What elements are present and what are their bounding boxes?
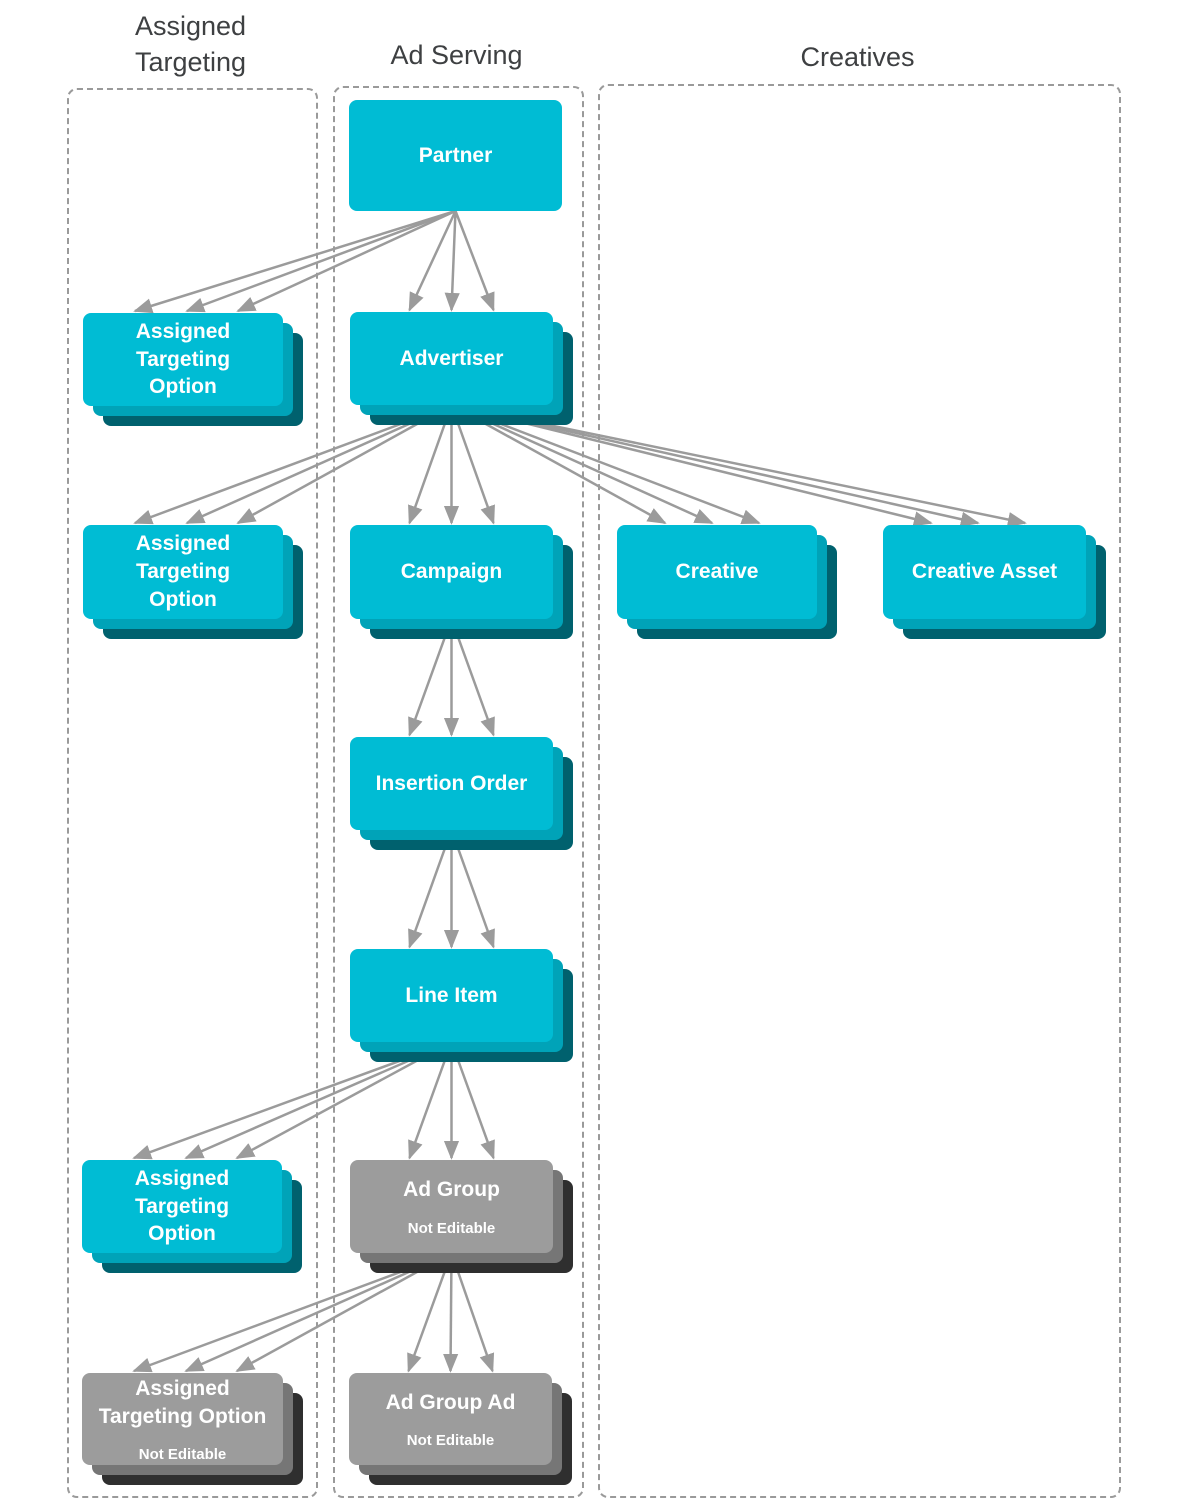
node-line-item: Line Item xyxy=(350,949,573,1062)
node-face: Creative xyxy=(617,525,817,619)
node-assigned-targeting-option-ad-group: Assigned Targeting Option Not Editable xyxy=(82,1373,303,1485)
node-face: Insertion Order xyxy=(350,737,553,830)
node-face: Assigned Targeting Option xyxy=(83,313,283,406)
node-face: Ad Group Ad Not Editable xyxy=(349,1373,552,1465)
node-creative: Creative xyxy=(617,525,837,639)
node-label: Creative Asset xyxy=(911,560,1058,584)
node-label: Assigned Targeting Option xyxy=(134,1166,230,1246)
node-face: Assigned Targeting Option Not Editable xyxy=(82,1373,283,1465)
node-campaign: Campaign xyxy=(350,525,573,639)
node-face: Creative Asset xyxy=(883,525,1086,619)
panel-ad-serving xyxy=(333,86,584,1498)
node-face: Line Item xyxy=(350,949,553,1042)
node-ad-group-ad: Ad Group Ad Not Editable xyxy=(349,1373,572,1485)
node-insertion-order: Insertion Order xyxy=(350,737,573,850)
node-assigned-targeting-option-line-item: Assigned Targeting Option xyxy=(82,1160,302,1273)
node-label: Ad Group Ad xyxy=(385,1390,516,1414)
node-face: Campaign xyxy=(350,525,553,619)
node-face: Assigned Targeting Option xyxy=(82,1160,282,1253)
node-label: Insertion Order xyxy=(375,771,528,795)
node-sublabel: Not Editable xyxy=(407,1219,496,1237)
node-label: Line Item xyxy=(405,983,498,1007)
node-label: Advertiser xyxy=(399,346,504,370)
node-advertiser: Advertiser xyxy=(350,312,573,425)
node-creative-asset: Creative Asset xyxy=(883,525,1106,639)
node-sublabel: Not Editable xyxy=(406,1432,495,1450)
node-label: Assigned Targeting Option xyxy=(98,1376,267,1428)
panel-assigned-targeting xyxy=(67,88,318,1498)
node-label: Creative xyxy=(675,560,759,584)
panel-creatives xyxy=(598,84,1121,1498)
node-face: Partner xyxy=(349,100,562,211)
column-header-assigned-targeting: Assigned Targeting xyxy=(134,11,247,78)
node-face: Ad Group Not Editable xyxy=(350,1160,553,1253)
node-label: Partner xyxy=(418,143,493,167)
node-face: Assigned Targeting Option xyxy=(83,525,283,619)
node-assigned-targeting-option-advertiser: Assigned Targeting Option xyxy=(83,525,303,639)
node-label: Assigned Targeting Option xyxy=(135,532,231,611)
node-face: Advertiser xyxy=(350,312,553,405)
node-partner: Partner xyxy=(349,100,562,211)
node-sublabel: Not Editable xyxy=(138,1446,227,1464)
node-assigned-targeting-option-partner: Assigned Targeting Option xyxy=(83,313,303,426)
column-header-ad-serving: Ad Serving xyxy=(390,40,523,70)
node-ad-group: Ad Group Not Editable xyxy=(350,1160,573,1273)
node-label: Ad Group xyxy=(403,1178,500,1202)
node-label: Assigned Targeting Option xyxy=(135,319,231,399)
node-label: Campaign xyxy=(400,560,503,584)
column-header-creatives: Creatives xyxy=(800,42,915,72)
